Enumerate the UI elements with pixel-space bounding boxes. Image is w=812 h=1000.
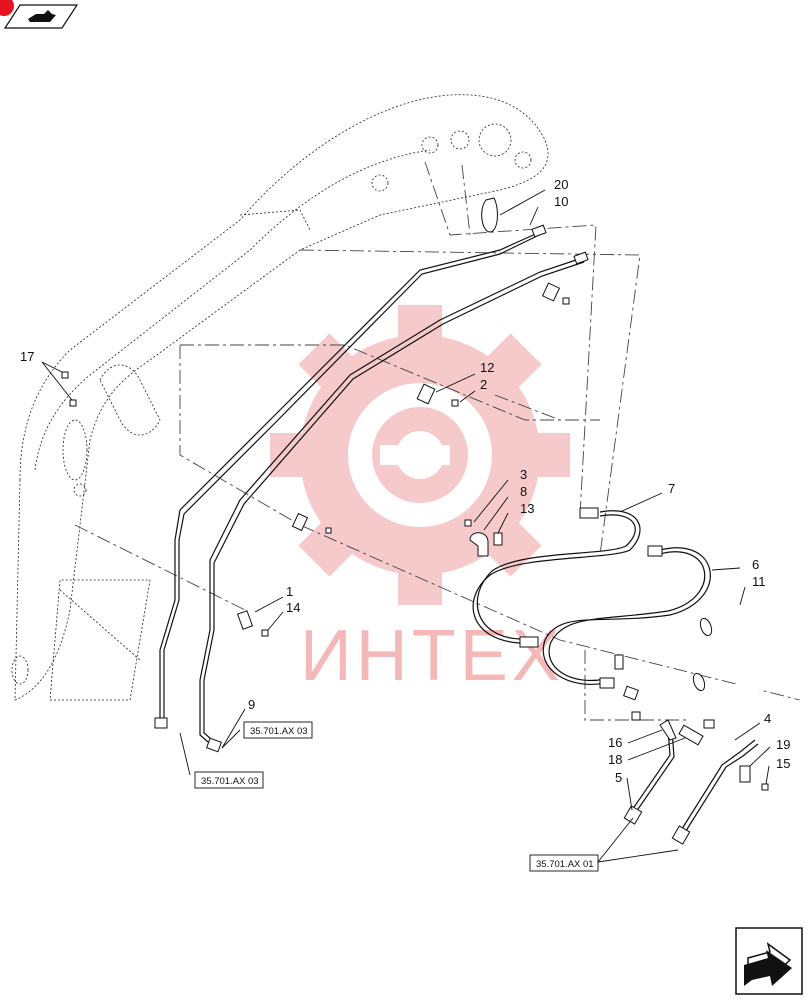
hardware-parts bbox=[61, 197, 769, 791]
callout-6: 6 bbox=[752, 557, 759, 572]
hydraulic-hoses bbox=[472, 507, 785, 696]
phantom-lines bbox=[74, 161, 801, 721]
callout-3: 3 bbox=[520, 467, 527, 482]
leader-lines bbox=[41, 189, 771, 863]
callout-10: 10 bbox=[554, 194, 568, 209]
callout-13: 13 bbox=[520, 501, 534, 516]
callout-16: 16 bbox=[608, 735, 622, 750]
reference-label[interactable]: 35.701.AX 03 bbox=[201, 776, 259, 787]
callout-17: 17 bbox=[20, 349, 34, 364]
red-badge-icon bbox=[0, 0, 14, 16]
callout-8: 8 bbox=[520, 484, 527, 499]
callout-9: 9 bbox=[248, 697, 255, 712]
callout-15: 15 bbox=[776, 756, 790, 771]
loader-arm-outline bbox=[11, 94, 549, 701]
callout-1: 1 bbox=[286, 584, 293, 599]
callout-12: 12 bbox=[480, 360, 494, 375]
callout-11: 11 bbox=[752, 574, 766, 589]
callout-2: 2 bbox=[480, 377, 487, 392]
callout-4: 4 bbox=[764, 711, 771, 726]
callout-20: 20 bbox=[554, 177, 568, 192]
reference-label[interactable]: 35.701.AX 03 bbox=[250, 726, 308, 737]
callout-14: 14 bbox=[286, 600, 300, 615]
reference-box-3[interactable]: 35.701.AX 01 bbox=[529, 854, 599, 872]
reference-label[interactable]: 35.701.AX 01 bbox=[536, 859, 594, 870]
reference-box-2[interactable]: 35.701.AX 03 bbox=[194, 771, 264, 789]
callout-18: 18 bbox=[608, 752, 622, 767]
hydraulic-tubes bbox=[154, 224, 759, 845]
callout-5: 5 bbox=[615, 770, 622, 785]
watermark-text: ИНТЕХ bbox=[300, 616, 564, 696]
next-page-arrow-icon[interactable] bbox=[735, 927, 803, 995]
watermark-gear-icon bbox=[270, 305, 570, 605]
callout-19: 19 bbox=[776, 737, 790, 752]
callouts: 20 10 17 12 2 3 8 13 7 6 11 1 14 9 4 16 … bbox=[20, 177, 790, 785]
page-flip-icon[interactable] bbox=[0, 0, 79, 29]
callout-7: 7 bbox=[668, 481, 675, 496]
reference-box-1[interactable]: 35.701.AX 03 bbox=[243, 721, 313, 739]
